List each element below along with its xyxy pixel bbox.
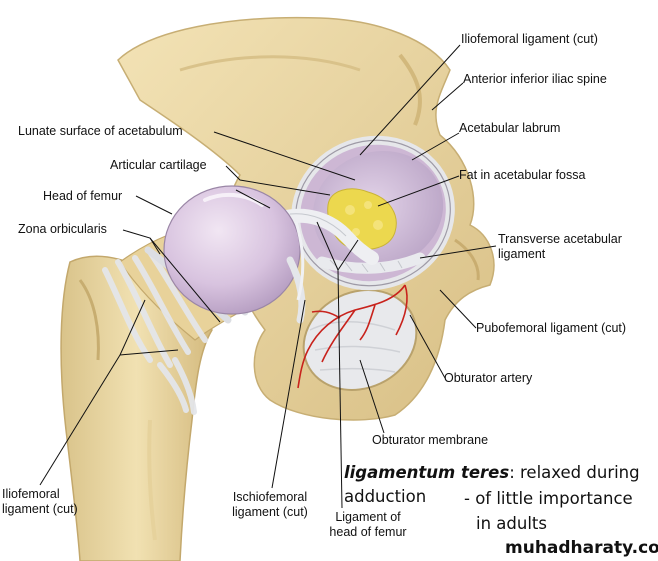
note-line-1: ligamentum teres: relaxed during — [344, 462, 640, 483]
ligament-of-head-of-femur — [275, 208, 379, 265]
label-iliofemoral-ligament-cut-bottom-line2: ligament (cut) — [2, 502, 78, 516]
fat-lobule — [345, 205, 355, 215]
label-fat-in-acetabular-fossa: Fat in acetabular fossa — [459, 168, 586, 182]
label-iliofemoral-ligament-cut-bottom-line1: Iliofemoral — [2, 487, 60, 501]
fat-lobule — [352, 228, 360, 236]
bone-texture — [454, 238, 480, 281]
bone-texture — [147, 419, 157, 541]
note-bullet-1: - of little importance — [464, 489, 633, 508]
note-line-2: adduction — [344, 487, 427, 506]
label-transverse-acetabular-ligament-line1: Transverse acetabular — [498, 232, 622, 246]
transverse-acetabular-ligament — [316, 252, 426, 274]
joint-capsule-fibers — [102, 249, 208, 415]
label-head-of-femur: Head of femur — [43, 189, 123, 203]
cartilage-highlight — [203, 192, 264, 207]
head-of-femur — [163, 185, 301, 315]
fat-lobule — [373, 220, 383, 230]
label-iliofemoral-ligament-cut-top: Iliofemoral ligament (cut) — [461, 32, 598, 46]
leader-lines — [39, 44, 497, 509]
label-articular-cartilage: Articular cartilage — [110, 158, 207, 172]
label-obturator-membrane: Obturator membrane — [372, 433, 489, 447]
label-ischiofemoral-ligament-line1: Ischiofemoral — [232, 490, 308, 504]
ligament-fibers — [329, 259, 403, 273]
label-ligament-of-head-of-femur-line2: head of femur — [329, 525, 407, 539]
capsule-edge — [294, 221, 305, 301]
label-lunate-surface: Lunate surface of acetabulum — [18, 124, 183, 138]
label-transverse-acetabular-ligament-line2: ligament — [498, 247, 546, 261]
label-ligament-of-head-of-femur-line1: Ligament of — [335, 510, 401, 524]
teres-fibers — [289, 213, 347, 237]
watermark: muhadharaty.com — [505, 538, 658, 558]
label-anterior-inferior-iliac-spine: Anterior inferior iliac spine — [463, 72, 607, 86]
bone-texture — [78, 279, 100, 361]
label-obturator-artery: Obturator artery — [444, 371, 533, 385]
label-pubofemoral-ligament: Pubofemoral ligament (cut) — [476, 321, 627, 335]
note-line1-rest: : relaxed during — [509, 463, 640, 482]
note-bullet-2: in adults — [476, 514, 547, 533]
note-term: ligamentum teres — [344, 463, 510, 482]
bone-texture — [179, 55, 361, 72]
obturator-artery — [297, 284, 408, 389]
label-acetabular-labrum: Acetabular labrum — [459, 121, 561, 135]
fat-lobule — [364, 201, 372, 209]
label-zona-orbicularis: Zona orbicularis — [18, 222, 107, 236]
label-ischiofemoral-ligament-line2: ligament (cut) — [232, 505, 308, 519]
